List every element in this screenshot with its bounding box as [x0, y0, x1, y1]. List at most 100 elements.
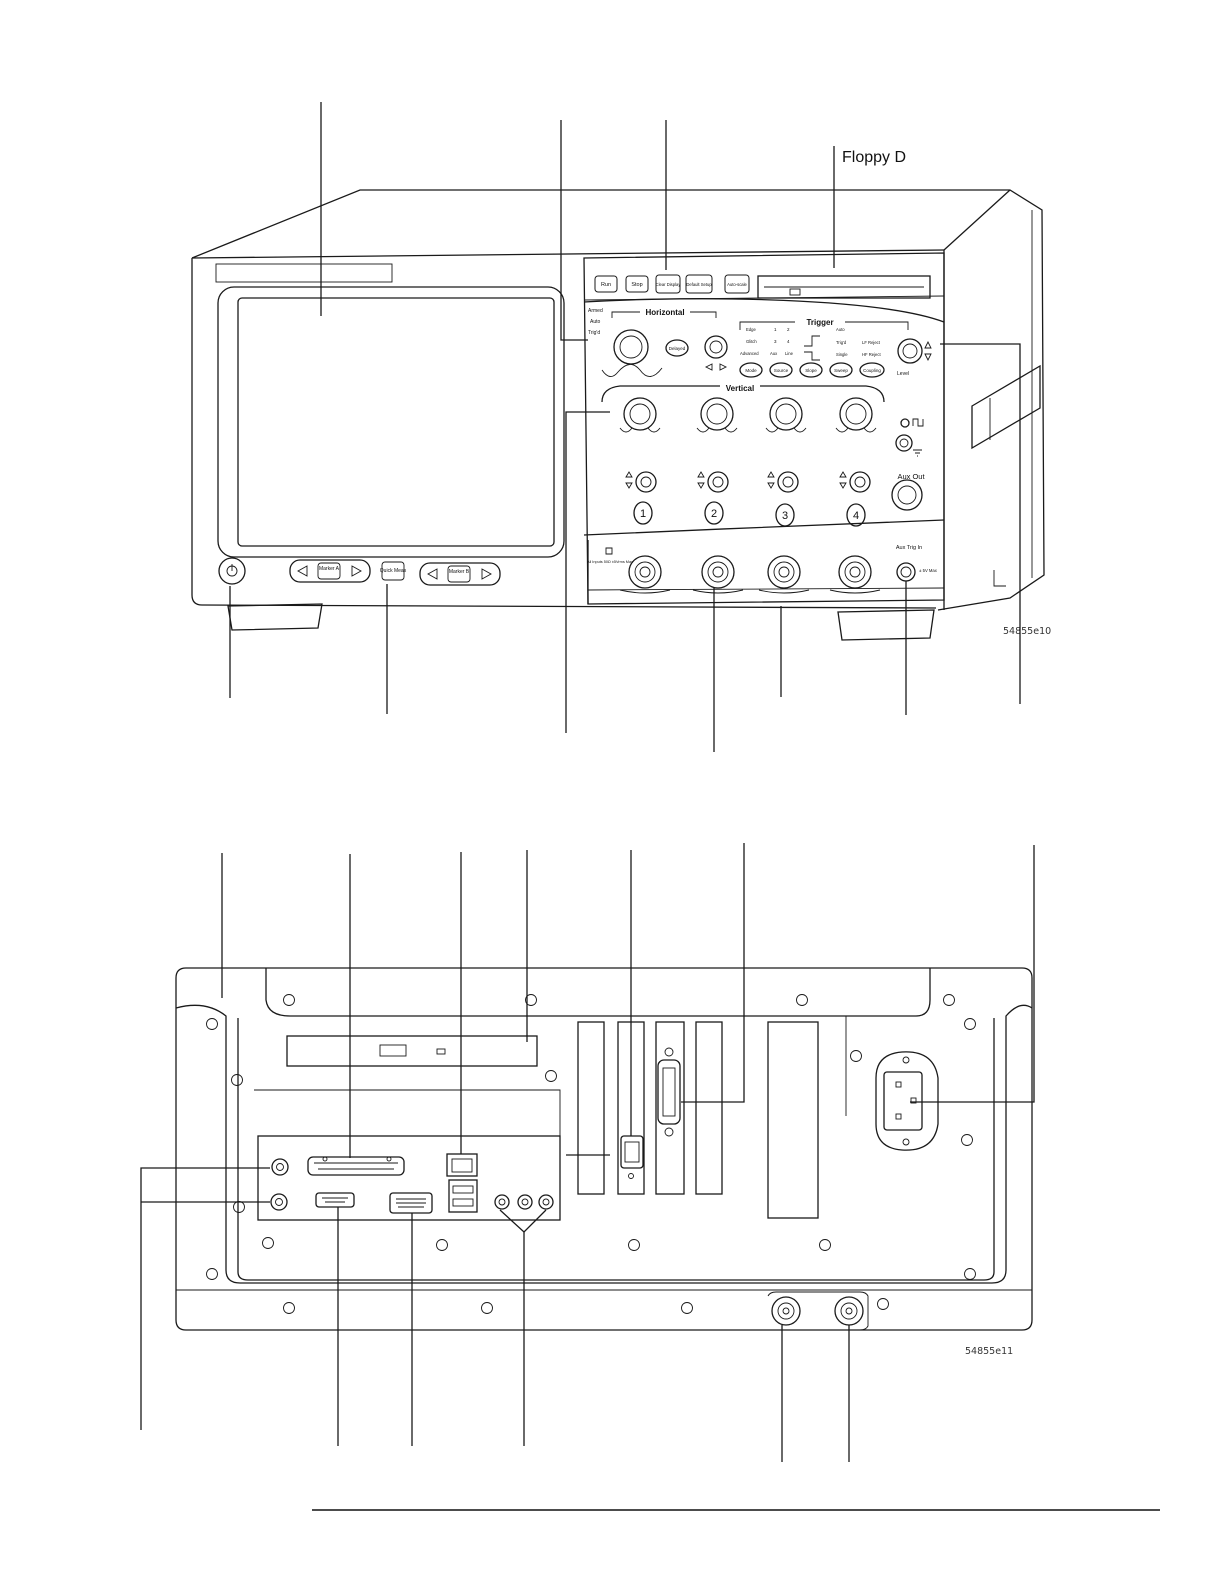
screw	[231, 1074, 243, 1086]
rear-screws	[206, 994, 976, 1314]
ch3-scale-knob[interactable]	[769, 397, 803, 431]
display-screen	[237, 297, 555, 547]
trigger-hf-reject-label: HF Reject	[862, 352, 881, 357]
trigger-src2-label: 2	[787, 327, 790, 332]
screw	[877, 1298, 889, 1310]
trigger-src3-label: 3	[774, 339, 777, 344]
aux-out-connector[interactable]	[891, 479, 923, 511]
audio-jack[interactable]	[538, 1194, 554, 1210]
trigger-auto-label: Auto	[836, 327, 845, 332]
parallel-port[interactable]	[307, 1156, 405, 1176]
ps2-port-bottom[interactable]	[270, 1193, 288, 1211]
run-button[interactable]	[594, 275, 618, 293]
rear-bnc-right[interactable]	[834, 1296, 864, 1326]
blank-slot	[767, 1021, 819, 1219]
marker-b-label: Marker B	[449, 569, 470, 575]
sweep-button[interactable]	[829, 362, 853, 378]
screw	[819, 1239, 831, 1251]
mode-button[interactable]	[739, 362, 763, 378]
ch1-label: 1	[640, 508, 646, 520]
card-connector[interactable]	[620, 1135, 644, 1169]
slope-label: Slope	[805, 368, 817, 373]
power-button[interactable]	[218, 557, 246, 585]
delayed-button[interactable]	[665, 339, 689, 357]
default-setup-label: Default Setup	[686, 282, 712, 287]
vertical-title: Vertical	[726, 384, 754, 393]
ch4-offset-knob[interactable]	[849, 471, 871, 493]
marker-a-label: Marker A	[319, 566, 340, 572]
horizontal-position-knob[interactable]	[704, 335, 728, 359]
front-view: Marker A Quick Meas Marker B Run Stop Cl…	[191, 102, 1051, 752]
coupling-button[interactable]	[859, 362, 885, 378]
audio-jack[interactable]	[517, 1194, 533, 1210]
screw	[943, 994, 955, 1006]
ps2-port-top[interactable]	[271, 1158, 289, 1176]
ch1-input[interactable]	[628, 555, 662, 589]
ch2-offset-knob[interactable]	[707, 471, 729, 493]
lan-port[interactable]	[446, 1153, 478, 1177]
trigd-label: Trig'd	[588, 330, 600, 336]
clear-display-button[interactable]	[655, 274, 681, 294]
gpib-slot	[655, 1021, 685, 1195]
trigger-level-knob[interactable]	[897, 338, 923, 364]
usb-ports[interactable]	[448, 1179, 478, 1213]
trigger-advanced-label: Advanced	[740, 351, 759, 356]
serial-port[interactable]	[315, 1192, 355, 1208]
vga-port[interactable]	[389, 1192, 433, 1214]
front-foot-right	[837, 609, 935, 641]
rear-bnc-left[interactable]	[771, 1296, 801, 1326]
trigger-buttons: Mode Source Slope Sweep Coupling	[739, 362, 885, 378]
ground-terminal[interactable]	[895, 434, 913, 452]
mode-label: Mode	[745, 368, 757, 373]
io-plate	[257, 1135, 561, 1221]
screw	[436, 1239, 448, 1251]
ch4-input[interactable]	[838, 555, 872, 589]
autoscale-label: Auto-scale	[727, 282, 747, 287]
autoscale-button[interactable]	[724, 274, 750, 294]
vertical-offset-knobs	[625, 471, 871, 493]
ch3-input[interactable]	[767, 555, 801, 589]
audio-jacks	[494, 1194, 554, 1210]
default-setup-button[interactable]	[685, 274, 713, 294]
source-button[interactable]	[769, 362, 793, 378]
trigger-src4-label: 4	[787, 339, 790, 344]
ch1-scale-knob[interactable]	[623, 397, 657, 431]
trigger-line-label: Line	[785, 351, 794, 356]
audio-jack[interactable]	[494, 1194, 510, 1210]
screw	[283, 994, 295, 1006]
position-left-icon	[704, 363, 713, 371]
slope-button[interactable]	[799, 362, 823, 378]
marker-b-button[interactable]	[447, 565, 471, 583]
probe-comp-icon	[900, 418, 910, 428]
ch2-input[interactable]	[701, 555, 735, 589]
square-wave-icon	[912, 418, 924, 427]
screw	[525, 994, 537, 1006]
ch2-button[interactable]	[704, 501, 724, 525]
horizontal-scale-knob[interactable]	[613, 329, 649, 365]
ch2-label: 2	[711, 508, 717, 520]
ch1-button[interactable]	[633, 501, 653, 525]
ch3-offset-knob[interactable]	[777, 471, 799, 493]
armed-label: Armed	[588, 308, 603, 314]
screw	[628, 1239, 640, 1251]
top-button-row: Run Stop Clear Display Default Setup Aut…	[594, 274, 750, 294]
ch4-button[interactable]	[846, 503, 866, 527]
quick-meas-button[interactable]	[381, 561, 405, 581]
ch2-scale-knob[interactable]	[700, 397, 734, 431]
marker-a-button[interactable]	[317, 562, 341, 580]
trigger-src1-label: 1	[774, 327, 777, 332]
trigger-labels: Edge 1 2 Auto LF Reject Glitch 3 4 Trig'…	[740, 327, 881, 357]
gpib-connector[interactable]	[657, 1059, 681, 1125]
trigger-title: Trigger	[806, 318, 833, 327]
stop-button[interactable]	[625, 275, 649, 293]
ch4-scale-knob[interactable]	[839, 397, 873, 431]
front-callout-lines	[229, 102, 1021, 752]
ch3-button[interactable]	[775, 503, 795, 527]
screw	[681, 1302, 693, 1314]
quick-meas-label: Quick Meas	[380, 568, 407, 574]
screw	[233, 1201, 245, 1213]
display-bezel	[217, 286, 565, 558]
aux-trig-in-connector[interactable]	[896, 562, 916, 582]
ch1-offset-knob[interactable]	[635, 471, 657, 493]
